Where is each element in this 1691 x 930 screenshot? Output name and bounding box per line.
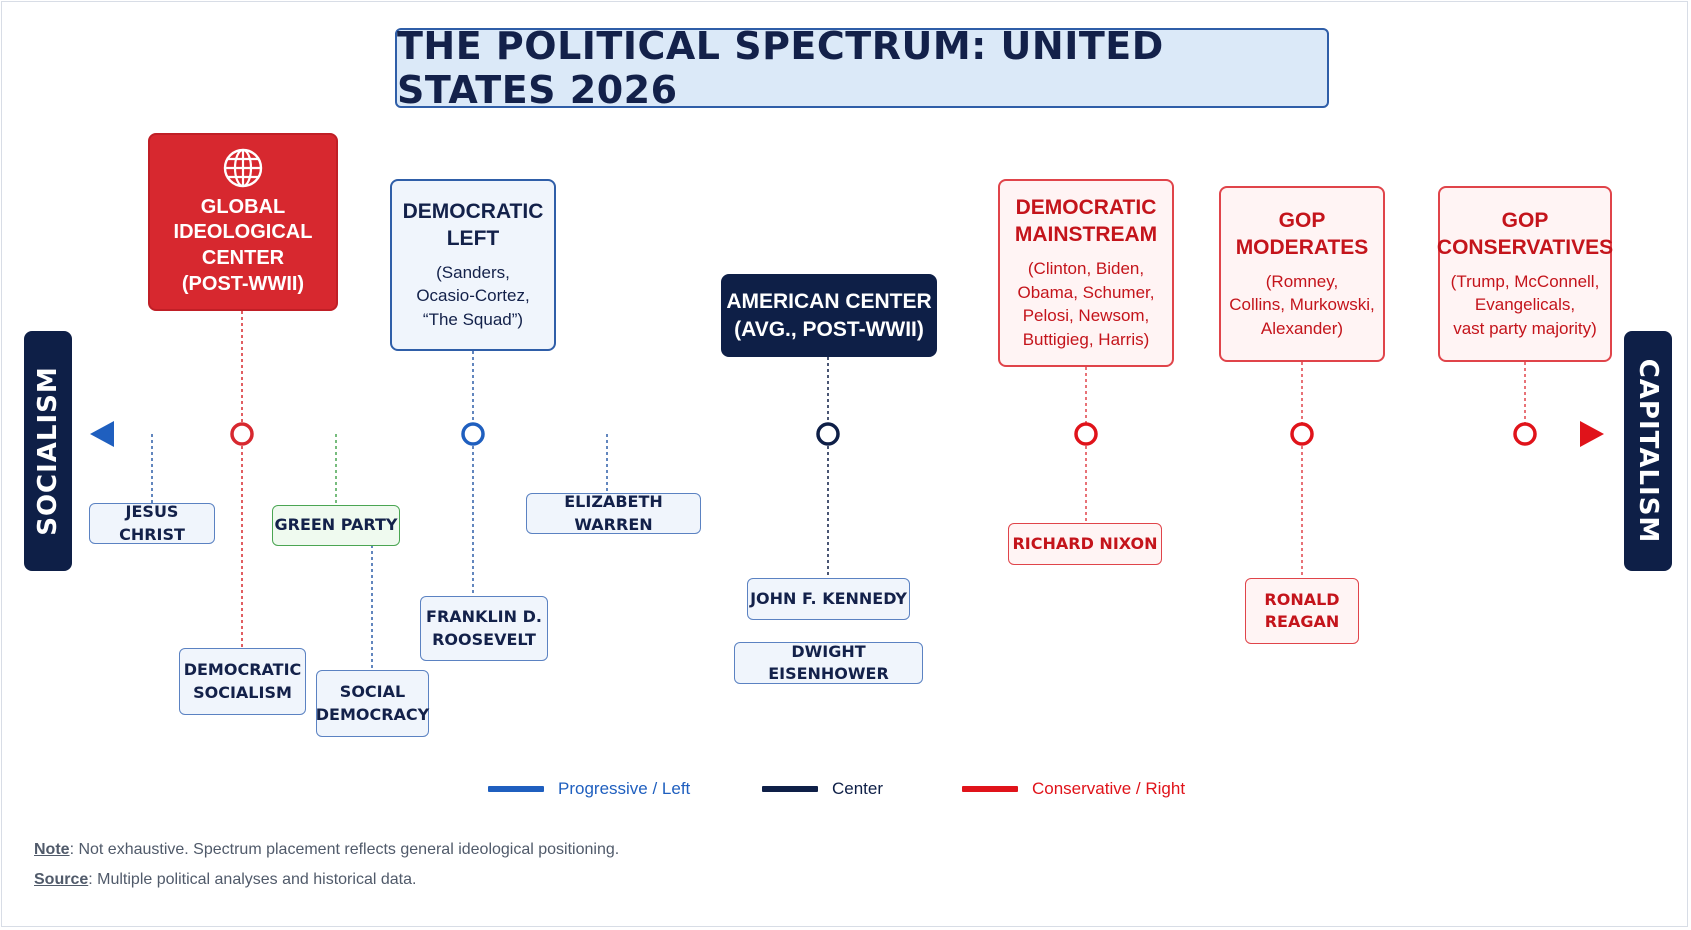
legend-swatch-progressive: [488, 786, 544, 792]
label-ronald-reagan: RONALD REAGAN: [1245, 578, 1359, 644]
legend-swatch-center: [762, 786, 818, 792]
note-text: : Not exhaustive. Spectrum placement ref…: [69, 841, 620, 858]
box-american-center: AMERICAN CENTER (AVG., POST-WWII): [721, 274, 937, 357]
axis-left-label: SOCIALISM: [33, 366, 63, 536]
legend-label-center: Center: [832, 779, 884, 798]
box-global-ideological-center: GLOBAL IDEOLOGICAL CENTER (POST-WWII): [148, 133, 338, 311]
legend-progressive: Progressive / Left: [488, 779, 690, 799]
page-title: THE POLITICAL SPECTRUM: UNITED STATES 20…: [397, 24, 1164, 112]
democratic-mainstream-title: DEMOCRATIC MAINSTREAM: [1014, 196, 1158, 247]
marker-dem-mainstream: [1074, 422, 1098, 446]
label-eisenhower: DWIGHT EISENHOWER: [734, 642, 923, 684]
label-green-party: GREEN PARTY: [272, 505, 400, 546]
democratic-left-members: (Sanders, Ocasio-Cortez, “The Squad”): [416, 262, 530, 330]
legend-label-progressive: Progressive / Left: [558, 779, 691, 798]
legend-center: Center: [762, 779, 883, 799]
legend-conservative: Conservative / Right: [962, 779, 1185, 799]
label-jesus-christ: JESUS CHRIST: [89, 502, 215, 544]
legend-label-conservative: Conservative / Right: [1032, 779, 1186, 798]
note-label: Note: [34, 841, 70, 858]
footnote-source: Source: Multiple political analyses and …: [34, 871, 416, 889]
label-jfk: JOHN F. KENNEDY: [747, 578, 910, 620]
globe-icon: [223, 148, 263, 188]
axis-right-end: CAPITALISM: [1624, 331, 1672, 571]
box-democratic-left: DEMOCRATIC LEFT (Sanders, Ocasio-Cortez,…: [390, 179, 556, 351]
left-arrowhead: [90, 421, 114, 447]
source-label: Source: [34, 871, 89, 888]
marker-global-center: [230, 422, 254, 446]
legend-swatch-conservative: [962, 786, 1018, 792]
box-gop-conservatives: GOP CONSERVATIVES (Trump, McConnell, Eva…: [1436, 186, 1614, 362]
right-arrowhead: [1580, 421, 1604, 447]
gop-moderates-members: (Romney, Collins, Murkowski, Alexander): [1229, 271, 1375, 339]
gop-conservatives-members: (Trump, McConnell, Evangelicals, vast pa…: [1450, 271, 1600, 339]
label-elizabeth-warren: ELIZABETH WARREN: [526, 492, 701, 534]
marker-american-center: [816, 422, 840, 446]
box-democratic-mainstream: DEMOCRATIC MAINSTREAM (Clinton, Biden, O…: [998, 179, 1174, 367]
footnote-note: Note: Not exhaustive. Spectrum placement…: [34, 841, 619, 859]
source-text: : Multiple political analyses and histor…: [88, 871, 417, 888]
marker-gop-conservatives: [1513, 422, 1537, 446]
gop-conservatives-title: GOP CONSERVATIVES: [1436, 209, 1614, 260]
axis-right-label: CAPITALISM: [1633, 358, 1663, 544]
label-richard-nixon: RICHARD NIXON: [1008, 523, 1162, 565]
marker-democratic-left: [461, 422, 485, 446]
label-fdr: FRANKLIN D. ROOSEVELT: [420, 596, 548, 661]
label-social-democracy: SOCIAL DEMOCRACY: [316, 670, 429, 737]
american-center-title: AMERICAN CENTER (AVG., POST-WWII): [726, 290, 932, 341]
democratic-left-title: DEMOCRATIC LEFT: [402, 200, 544, 251]
box-gop-moderates: GOP MODERATES (Romney, Collins, Murkowsk…: [1219, 186, 1385, 362]
global-center-title: GLOBAL IDEOLOGICAL CENTER (POST-WWII): [173, 195, 313, 295]
title-banner: THE POLITICAL SPECTRUM: UNITED STATES 20…: [395, 24, 1329, 112]
axis-left-end: SOCIALISM: [24, 331, 72, 571]
democratic-mainstream-members: (Clinton, Biden, Obama, Schumer, Pelosi,…: [1017, 258, 1155, 350]
label-democratic-socialism: DEMOCRATIC SOCIALISM: [179, 648, 306, 715]
gop-moderates-title: GOP MODERATES: [1235, 209, 1369, 260]
marker-gop-moderates: [1290, 422, 1314, 446]
